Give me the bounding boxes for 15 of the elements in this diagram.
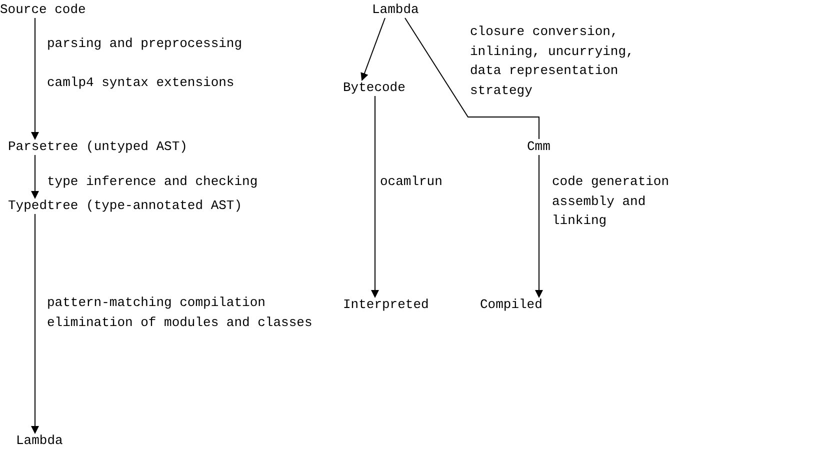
arrow — [360, 18, 386, 81]
arrow — [31, 18, 39, 140]
stage-label: Parsetree (untyped AST) — [8, 139, 188, 155]
stage-label: Lambda — [372, 2, 419, 18]
stage-label: Typedtree (type-annotated AST) — [8, 198, 242, 214]
stage-label: Bytecode — [343, 80, 406, 96]
stage-label: Compiled — [480, 297, 542, 313]
stage-label: Cmm — [527, 139, 550, 155]
stage-label: Lambda — [16, 433, 63, 449]
arrow — [31, 214, 39, 434]
arrow — [535, 154, 543, 298]
arrow — [371, 96, 379, 298]
arrow — [31, 154, 39, 199]
stage-label: Interpreted — [343, 297, 429, 313]
stage-label: Source code — [0, 2, 86, 18]
